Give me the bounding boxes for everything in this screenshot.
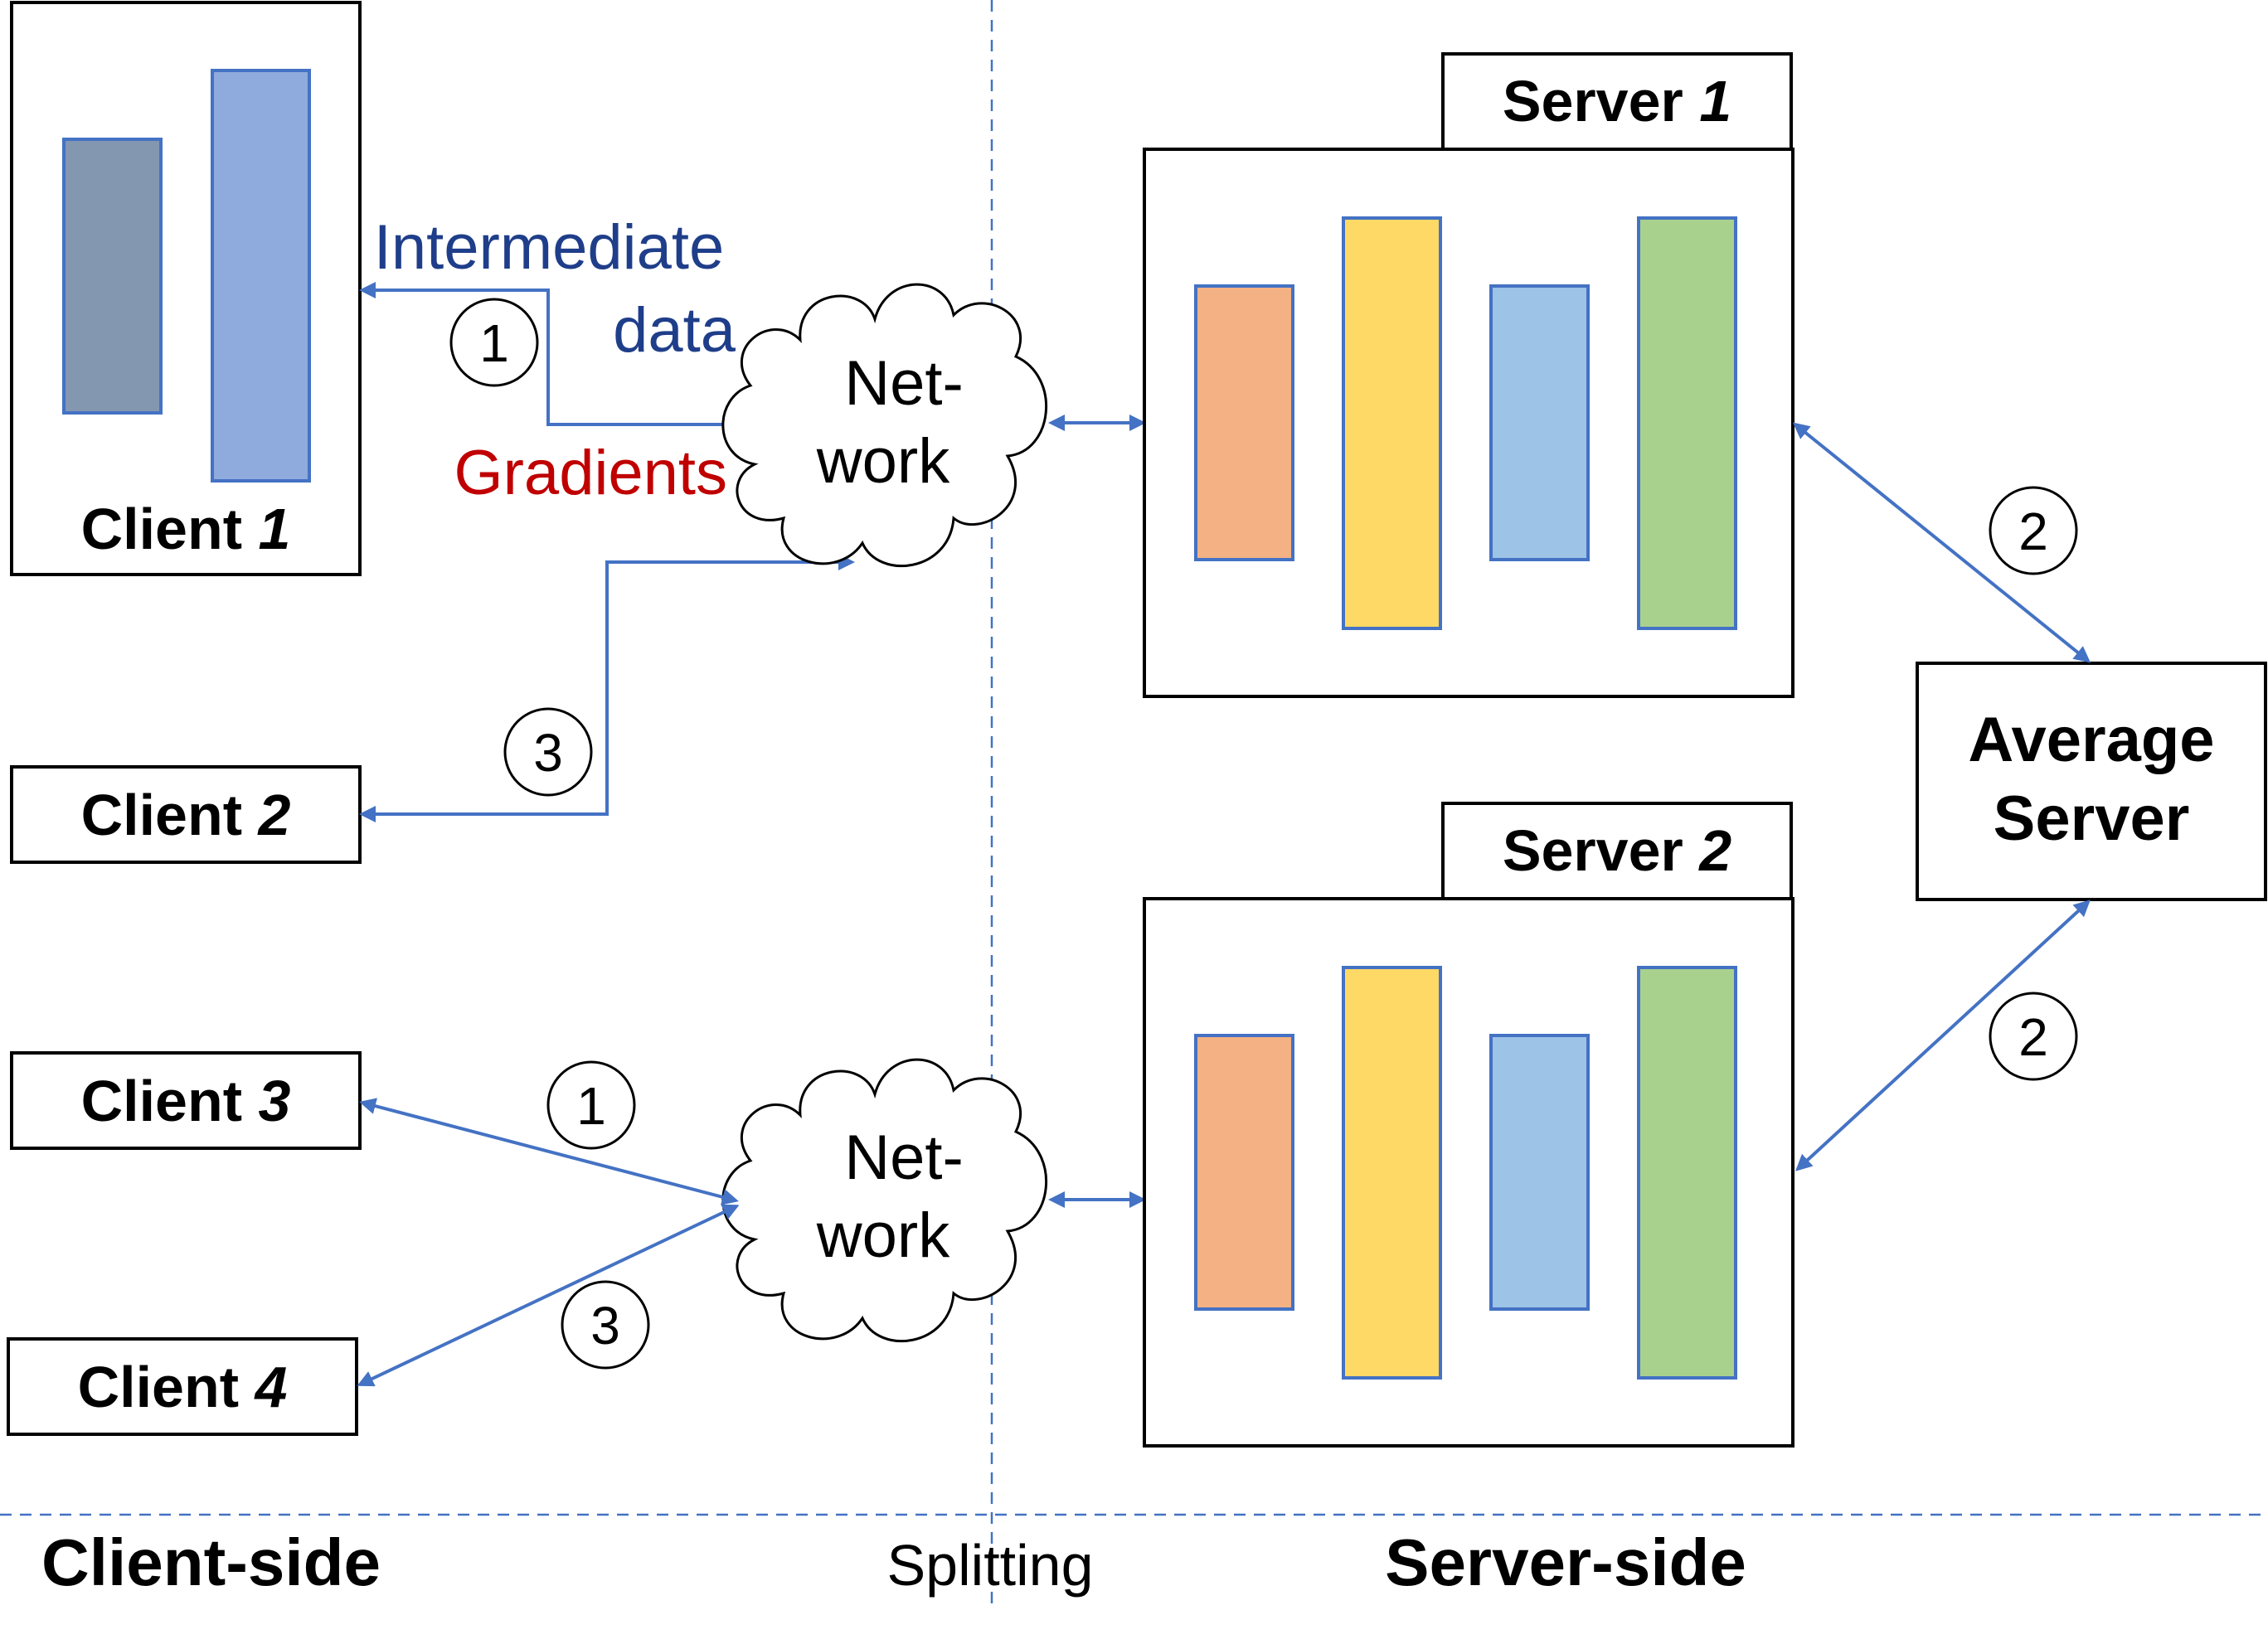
gradients-label: Gradients	[454, 438, 728, 508]
server-1-label: Server 1	[1503, 69, 1731, 133]
client-1-layer-b	[211, 69, 311, 483]
server-2-layer-yellow	[1342, 966, 1442, 1380]
svg-text:1: 1	[576, 1076, 606, 1136]
client-1-layer-a	[62, 138, 163, 415]
average-server-label-line2: Server	[1994, 783, 2190, 854]
step-1-marker-bottom: 1	[546, 1060, 636, 1150]
server-1-layer-blue	[1489, 284, 1590, 561]
step-2-marker-top: 2	[1989, 486, 2078, 575]
client-4-label: Client 4	[78, 1355, 288, 1419]
client-2-label: Client 2	[81, 783, 291, 847]
client-1-label: Client 1	[81, 497, 291, 561]
network-label-top-line1: Net-	[844, 348, 964, 419]
splitting-label: Splitting	[886, 1533, 1093, 1598]
client-4-network-connector	[357, 1204, 740, 1387]
server-2-layer-blue	[1489, 1034, 1590, 1311]
svg-text:1: 1	[479, 313, 509, 373]
step-3-marker-bottom: 3	[561, 1280, 650, 1370]
step-2-marker-bottom: 2	[1989, 992, 2078, 1081]
client-3-box: Client 3	[10, 1051, 362, 1150]
server-1-layer-orange	[1194, 284, 1294, 561]
average-server-box: Average Server	[1916, 662, 2267, 901]
server-1-layer-yellow	[1342, 216, 1442, 630]
server-2-box: Server 2	[1143, 802, 1794, 1448]
network-label-bottom-line1: Net-	[844, 1123, 964, 1193]
step-1-marker-top: 1	[449, 298, 539, 387]
server-1-layer-green	[1637, 216, 1737, 630]
network-cloud-bottom: Net- work	[721, 1058, 1048, 1343]
svg-text:3: 3	[533, 723, 563, 783]
server-2-average-connector	[1795, 900, 2091, 1171]
step-3-marker-top: 3	[503, 707, 593, 797]
network-cloud-top: Net- work	[721, 283, 1048, 568]
client-3-network-connector	[359, 1098, 739, 1205]
client-4-box: Client 4	[7, 1337, 358, 1436]
intermediate-data-label-line1: Intermediate	[374, 212, 724, 283]
server-1-box: Server 1	[1143, 52, 1794, 698]
client-1-network-connector	[359, 282, 741, 433]
svg-text:3: 3	[590, 1296, 620, 1355]
server-2-layer-orange	[1194, 1034, 1294, 1311]
client-2-network-connector	[359, 554, 855, 822]
client-side-label: Client-side	[41, 1525, 381, 1599]
server-2-layer-green	[1637, 966, 1737, 1380]
intermediate-data-label-line2: data	[613, 295, 736, 366]
server-1-tab	[1441, 52, 1793, 151]
client-1-box: Client 1	[10, 1, 362, 576]
average-server-label-line1: Average	[1968, 705, 2214, 775]
server-side-label: Server-side	[1385, 1525, 1746, 1599]
svg-text:2: 2	[2018, 502, 2048, 561]
server-2-label: Server 2	[1503, 818, 1731, 883]
client-2-box: Client 2	[10, 765, 362, 864]
server-1-average-connector	[1792, 422, 2091, 663]
server-2-tab	[1441, 802, 1793, 900]
client-3-label: Client 3	[81, 1069, 291, 1133]
network-label-bottom-line2: work	[816, 1200, 950, 1271]
svg-text:2: 2	[2018, 1007, 2048, 1067]
network-label-top-line2: work	[816, 426, 950, 497]
